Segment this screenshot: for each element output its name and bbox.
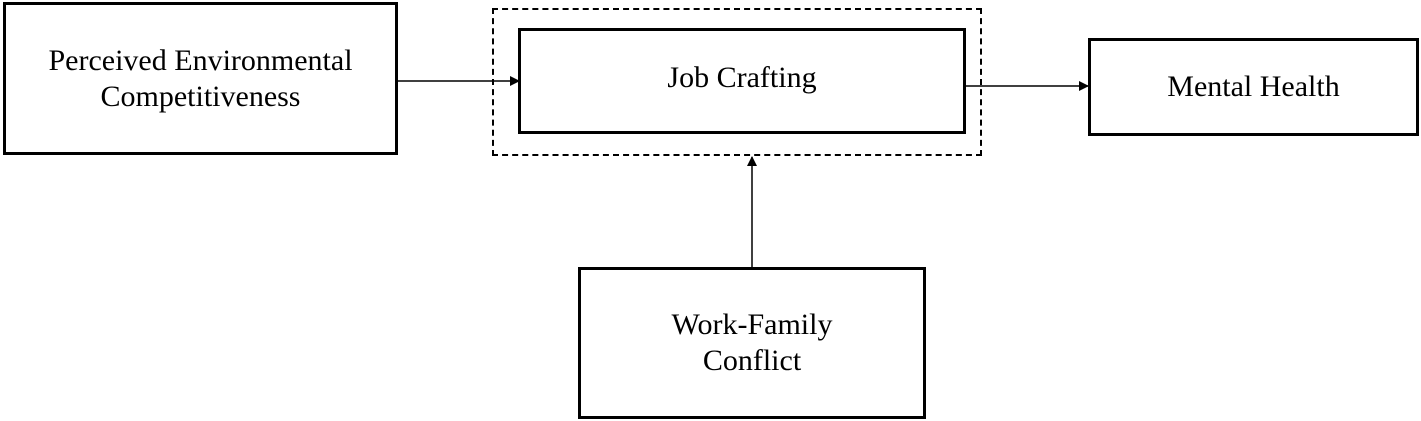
- work-family-conflict-node: Work-Family Conflict: [578, 267, 926, 419]
- job-crafting-dashed-frame: [492, 8, 982, 156]
- perceived-environmental-competitiveness-label: Perceived Environmental Competitiveness: [48, 43, 353, 113]
- perceived-environmental-competitiveness-node: Perceived Environmental Competitiveness: [3, 2, 398, 155]
- job-crafting-label: Job Crafting: [667, 61, 817, 94]
- mental-health-label: Mental Health: [1167, 70, 1340, 103]
- work-family-conflict-label: Work-Family Conflict: [671, 308, 833, 377]
- mental-health-node: Mental Health: [1088, 38, 1419, 136]
- job-crafting-node: Job Crafting: [518, 28, 966, 134]
